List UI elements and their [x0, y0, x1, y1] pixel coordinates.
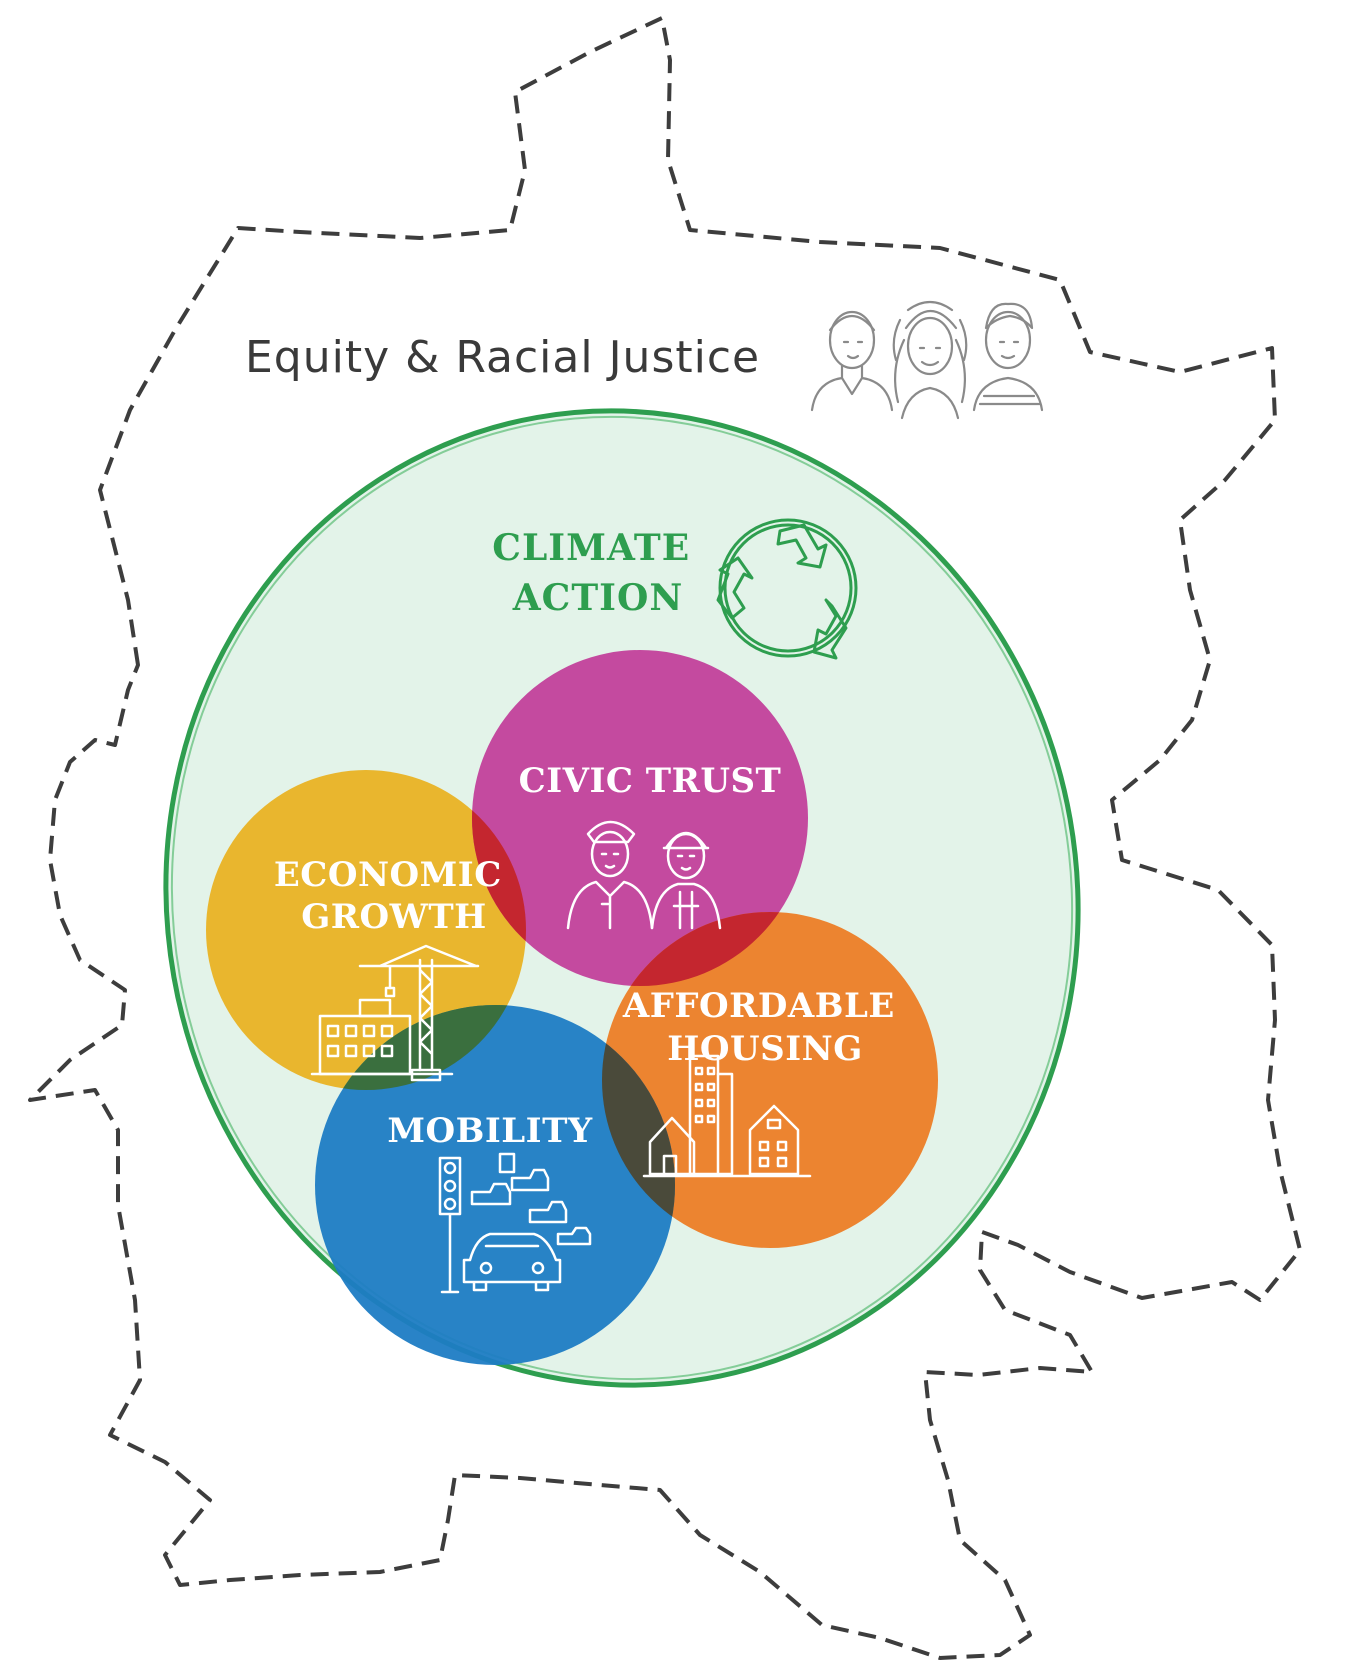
- construction-crane-icon: [310, 944, 480, 1082]
- three-people-icon: [810, 300, 1044, 420]
- climate-action-label: CLIMATE ACTION: [492, 527, 703, 619]
- police-firefighter-icon: [566, 820, 722, 930]
- equity-title: Equity & Racial Justice: [245, 332, 760, 383]
- mobility-label: MOBILITY: [387, 1111, 593, 1151]
- civic-trust-label: CIVIC TRUST: [519, 761, 782, 801]
- affordable-housing-circle: [602, 912, 938, 1248]
- civic-trust-circle: [472, 650, 808, 986]
- traffic-cars-icon: [438, 1152, 592, 1294]
- economic-growth-label: ECONOMIC GROWTH: [274, 855, 514, 937]
- houses-buildings-icon: [642, 1054, 812, 1178]
- recycle-icon: [716, 518, 858, 660]
- economic-growth-circle: [206, 770, 526, 1090]
- affordable-housing-label: AFFORDABLE HOUSING: [622, 986, 907, 1069]
